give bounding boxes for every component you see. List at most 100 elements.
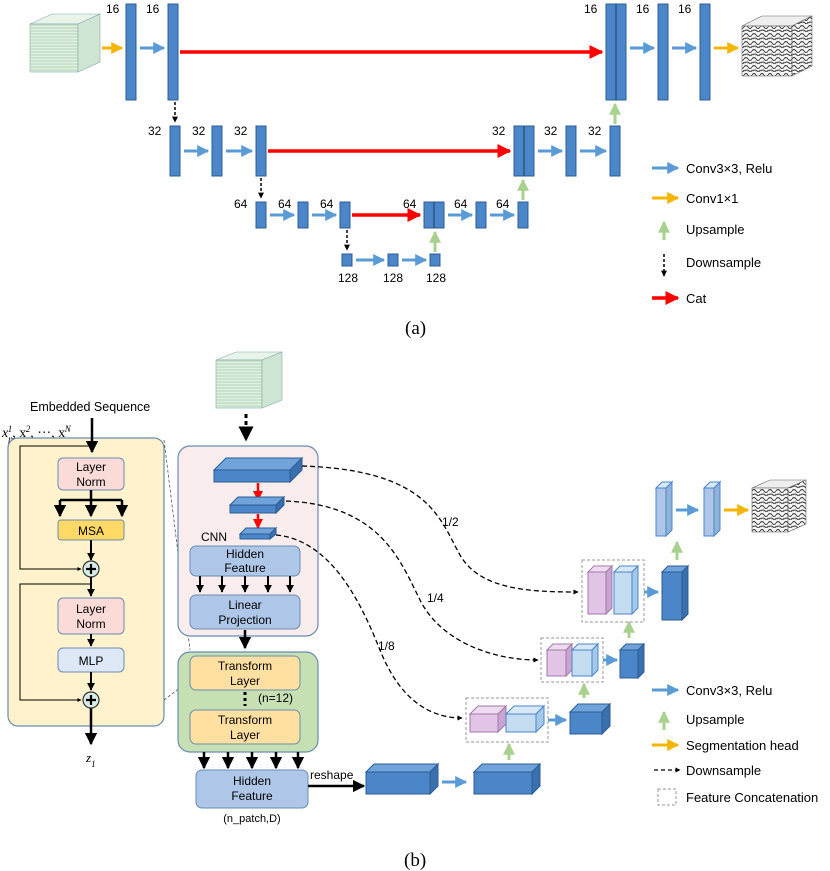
channel-label: 64 <box>403 197 417 211</box>
hidden-feature-output-label-2: Feature <box>231 789 273 803</box>
decoder-top-block-2 <box>702 480 722 538</box>
linear-projection-block <box>189 594 301 630</box>
channel-label: 16 <box>584 2 598 16</box>
transform-layer-2 <box>189 709 301 745</box>
layer-norm-2-label: Layer <box>76 602 106 616</box>
channel-label: 128 <box>338 271 358 285</box>
decoder-feature-eighth <box>568 702 612 736</box>
channel-label: 64 <box>454 197 468 211</box>
hidden-feature-output-label: Hidden <box>233 774 271 788</box>
channel-label: 32 <box>492 124 506 138</box>
bottleneck-block-3 <box>429 253 441 267</box>
legend-b-downsample-label: Downsample <box>686 763 761 778</box>
linear-projection-label-2: Projection <box>218 613 271 627</box>
enc-l3-block-3 <box>339 201 351 229</box>
channel-label: 32 <box>192 124 206 138</box>
panel-a-unet: 16 16 32 32 32 64 64 64 128 128 128 16 1… <box>29 2 813 339</box>
channel-label: 64 <box>496 197 510 211</box>
legend-b-concat-label: Feature Concatenation <box>686 790 818 805</box>
dec-l1-block-3 <box>699 3 711 101</box>
linear-projection-label: Linear <box>228 598 261 612</box>
msa-label: MSA <box>78 524 104 538</box>
input-volume-image <box>29 13 101 73</box>
n-layers-label: (n=12) <box>258 691 293 705</box>
decoder-feature-half <box>660 564 690 622</box>
concat-box-quarter <box>540 637 604 683</box>
legend-cat-label: Cat <box>686 291 707 306</box>
bottleneck-block-1 <box>341 253 353 267</box>
channel-label: 16 <box>678 2 692 16</box>
legend-b-upsample-label: Upsample <box>686 712 745 727</box>
channel-label: 32 <box>148 124 162 138</box>
legend-upsample-label: Upsample <box>686 222 745 237</box>
dec-l3-block-2 <box>475 201 487 229</box>
legend-b-conv-label: Conv3×3, Relu <box>686 683 772 698</box>
cnn-feature-map-2 <box>228 495 286 515</box>
hidden-feature-output-block <box>195 769 309 809</box>
channel-label: 32 <box>544 124 558 138</box>
channel-label: 64 <box>320 197 334 211</box>
channel-label: 128 <box>383 271 403 285</box>
enc-l2-block-3 <box>255 125 267 177</box>
layer-norm-1-label: Layer <box>76 460 106 474</box>
channel-label: 64 <box>234 197 248 211</box>
hidden-feature-label-2: Feature <box>224 561 266 575</box>
scale-half-label: 1/2 <box>442 515 459 529</box>
cnn-encoder-panel <box>177 445 319 637</box>
decoder-feature-quarter <box>618 642 646 680</box>
bottleneck-block-2 <box>387 253 399 267</box>
up-feature-half <box>612 564 640 616</box>
reshaped-feature-block-2 <box>472 762 542 796</box>
enc-l1-block-1 <box>125 3 137 101</box>
input-volume-image-b <box>215 351 283 409</box>
enc-l1-block-2 <box>167 3 179 101</box>
channel-label: 32 <box>588 124 602 138</box>
cnn-label: CNN <box>201 530 227 544</box>
dec-l2-block-3 <box>609 125 621 177</box>
channel-label: 16 <box>636 2 650 16</box>
output-segmentation-image-b <box>751 479 807 533</box>
dec-l3-block-3 <box>517 201 529 229</box>
z-output-label: z1 <box>85 750 96 769</box>
channel-label: 32 <box>234 124 248 138</box>
channel-label: 16 <box>146 2 160 16</box>
layer-norm-2-label-2: Norm <box>76 617 105 631</box>
up-feature-eighth <box>504 704 546 734</box>
output-segmentation-image <box>741 15 813 77</box>
enc-l3-block-2 <box>297 201 309 229</box>
skip-feature-half <box>586 564 614 616</box>
reshape-label: reshape <box>310 768 354 782</box>
scale-eighth-label: 1/8 <box>378 639 395 653</box>
transform-layer-2-label-2: Layer <box>230 728 260 742</box>
transform-layer-1-label: Transform <box>218 659 272 673</box>
dec-l2-block-2 <box>565 125 577 177</box>
reshaped-feature-block-1 <box>364 762 440 796</box>
enc-l2-block-2 <box>211 125 223 177</box>
panel-b-transunet: Embedded Sequence xp1, xp2, ···, xpN Lay… <box>1 351 818 871</box>
up-feature-quarter <box>570 642 600 678</box>
enc-l3-block-1 <box>255 201 267 229</box>
dec-l1-block-2 <box>657 3 669 101</box>
skip-feature-quarter <box>545 642 574 678</box>
legend-conv-label: Conv3×3, Relu <box>686 161 772 176</box>
channel-label: 64 <box>278 197 292 211</box>
enc-l2-block-1 <box>169 125 181 177</box>
legend-b: Conv3×3, Relu Upsample Segmentation head… <box>652 683 818 806</box>
caption-b: (b) <box>404 850 426 871</box>
concat-box-eighth <box>465 697 549 743</box>
layer-norm-1-label-2: Norm <box>76 475 105 489</box>
channel-label: 128 <box>426 271 446 285</box>
mlp-label: MLP <box>79 654 104 668</box>
legend-b-seg-head-label: Segmentation head <box>686 738 799 753</box>
embedded-sequence-label: Embedded Sequence <box>30 400 150 414</box>
legend-a: Conv3×3, Relu Conv1×1 Upsample Downsampl… <box>652 161 772 306</box>
hidden-feature-label: Hidden <box>226 547 264 561</box>
cnn-feature-map-3 <box>238 526 278 541</box>
skip-feature-eighth <box>468 704 508 734</box>
decoder-top-block-1 <box>654 480 674 538</box>
cnn-feature-map-1 <box>212 456 304 484</box>
transform-layer-1 <box>189 655 301 691</box>
channel-label: 16 <box>106 2 120 16</box>
transform-layer-1-label-2: Layer <box>230 674 260 688</box>
